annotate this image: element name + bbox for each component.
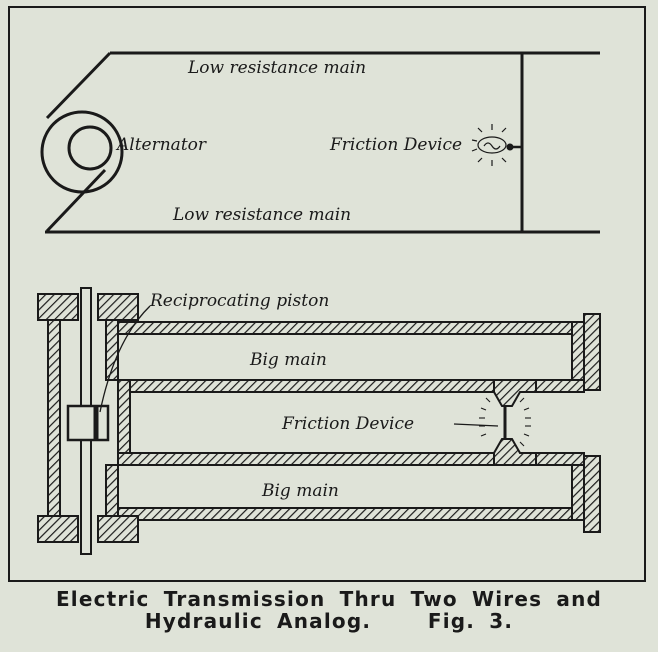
inner-lower-wall <box>117 452 495 466</box>
constriction-top <box>493 379 537 407</box>
bottom-pipe-label: Big main <box>261 481 339 501</box>
alternator-inner-coil <box>67 125 113 171</box>
bottom-right-wall <box>571 464 585 521</box>
figure-caption: Electric Transmission Thru Two Wires and… <box>0 588 658 632</box>
bottom-wire-label: Low resistance main <box>172 205 351 225</box>
upper-right-pipe <box>535 379 585 393</box>
piston-label: Reciprocating piston <box>149 291 329 311</box>
piston-leader <box>99 305 151 413</box>
lamp-terminal <box>506 143 514 151</box>
caption-line-1: Electric Transmission Thru Two Wires and <box>55 587 603 611</box>
hydraulic-friction-label: Friction Device <box>281 414 414 434</box>
top-wire-label: Low resistance main <box>187 58 366 78</box>
lower-right-flange <box>583 455 601 533</box>
lower-right-pipe <box>535 452 585 466</box>
top-left-flange <box>37 293 79 321</box>
top-main-wall <box>117 321 585 335</box>
friction-device-icon <box>479 397 531 447</box>
lamp-icon <box>471 124 507 166</box>
top-pipe-label: Big main <box>249 350 327 370</box>
bottom-left-flange <box>37 515 79 543</box>
constriction-bottom <box>493 438 537 466</box>
electric-circuit <box>40 51 600 234</box>
bottom-main-wall <box>117 507 585 521</box>
alternator-outer-coil <box>40 110 124 194</box>
top-lead <box>45 51 112 120</box>
electric-friction-label: Friction Device <box>329 135 462 155</box>
caption-line-2: Hydraulic Analog. Fig. 3. <box>144 609 514 633</box>
bottom-lead <box>45 168 107 233</box>
bottom-right-flange <box>97 515 139 543</box>
diagram: Low resistance main Low resistance main … <box>37 51 601 555</box>
piston <box>66 404 110 442</box>
hydraulic-analog <box>37 287 601 555</box>
cylinder-left-wall <box>47 299 61 537</box>
top-right-flange <box>97 293 139 321</box>
upper-right-flange <box>583 313 601 391</box>
friction-leader <box>453 423 499 427</box>
inner-upper-wall <box>117 379 495 393</box>
alternator-label: Alternator <box>115 135 207 155</box>
figure-frame <box>8 6 646 582</box>
right-main-wall <box>571 321 585 381</box>
